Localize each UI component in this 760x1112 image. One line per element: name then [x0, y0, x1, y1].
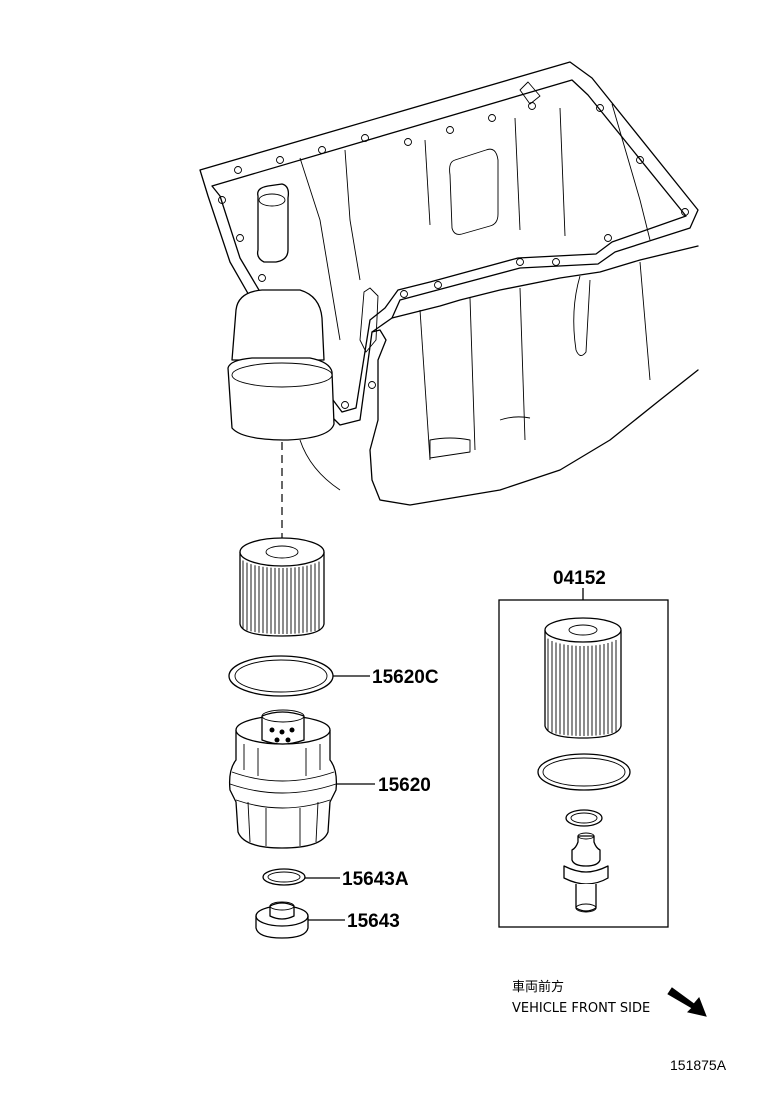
o-ring-large [228, 655, 334, 697]
oil-filter-element [239, 537, 325, 637]
oil-pan-illustration [199, 61, 699, 506]
diagram-id: 151875A [670, 1057, 727, 1073]
kit-drain-plug-insert [563, 832, 609, 913]
part-label-15620C: 15620C [372, 667, 439, 688]
vehicle-front-label-en: VEHICLE FRONT SIDE [512, 1001, 650, 1016]
part-label-15620: 15620 [378, 775, 431, 796]
o-ring-small [262, 868, 306, 886]
part-label-15643: 15643 [347, 911, 400, 932]
vehicle-front-arrow-icon [667, 987, 707, 1017]
kit-label: 04152 [553, 568, 606, 589]
oil-filter-cap [228, 709, 338, 849]
vehicle-front-label-jp: 車両前方 [512, 979, 564, 995]
drain-plug [255, 901, 309, 939]
part-label-15643A: 15643A [342, 869, 409, 890]
kit-o-ring-large [537, 753, 631, 791]
kit-box [498, 599, 669, 928]
kit-o-ring-small [565, 809, 603, 827]
kit-oil-filter-element [544, 617, 622, 739]
